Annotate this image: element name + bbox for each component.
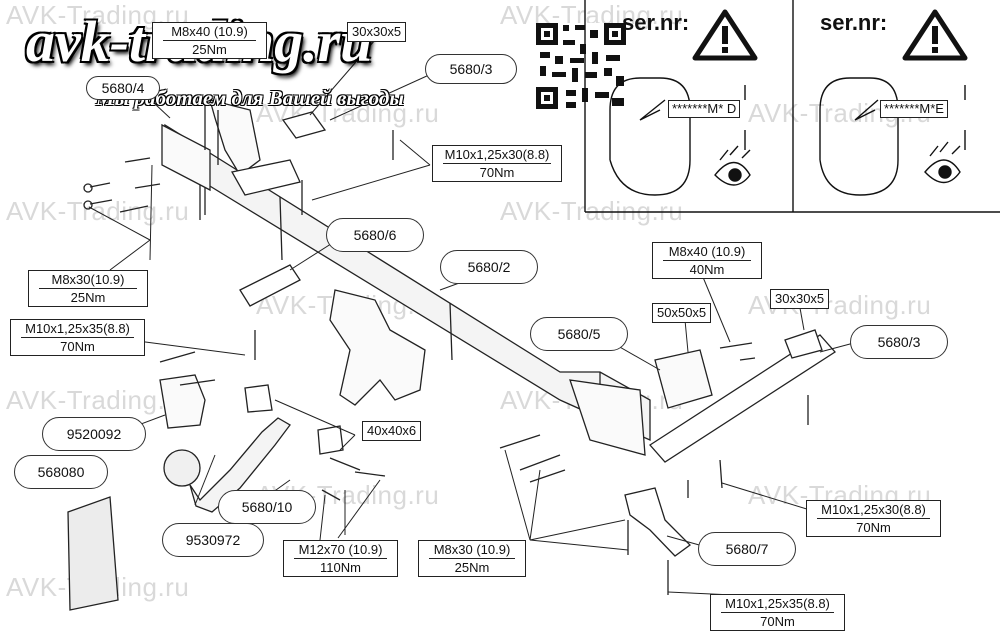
bolt-spec: M10x1,25x30(8.8) — [821, 502, 926, 517]
bolt-spec-box: M10x1,25x35(8.8) 70Nm — [10, 319, 145, 356]
plate-label: 30x30x5 — [770, 289, 830, 309]
bolt-spec: M8x40 (10.9) — [668, 244, 746, 259]
bolt-spec-box: M10x1,25x30(8.8) 70Nm — [432, 145, 562, 182]
warning-icon — [692, 9, 758, 61]
bolt-spec: M8x30 (10.9) — [433, 542, 511, 557]
part-label-9530972: 9530972 — [162, 523, 264, 557]
bolt-torque: 25Nm — [39, 288, 137, 306]
bolt-spec-box: M10x1,25x35(8.8) 70Nm — [710, 594, 845, 631]
plate-label: 50x50x5 — [652, 303, 712, 323]
bolt-torque: 70Nm — [21, 337, 134, 355]
bolt-spec-box: M8x40 (10.9) 40Nm — [652, 242, 762, 279]
part-label-5680-5: 5680/5 — [530, 317, 628, 351]
qr-code — [536, 23, 626, 109]
part-label-9520092: 9520092 — [42, 417, 146, 451]
bolt-torque: 40Nm — [663, 260, 751, 278]
part-label-5680-4: 5680/4 — [86, 76, 160, 100]
bolt-spec-box: M8x40 (10.9) 25Nm — [152, 22, 267, 59]
bolt-torque: 110Nm — [294, 558, 387, 576]
serial-code: *******M*E — [880, 100, 948, 118]
bolt-spec: M8x30(10.9) — [51, 272, 125, 287]
part-label-5680-3: 5680/3 — [850, 325, 948, 359]
plate-label: 30x30x5 — [347, 22, 407, 42]
bolt-spec: M8x40 (10.9) — [171, 24, 248, 39]
part-label-568080: 568080 — [14, 455, 108, 489]
watermark: AVK-Trading.ru — [500, 196, 684, 226]
serial-title: ser.nr: — [820, 10, 888, 35]
bolt-spec: M10x1,25x35(8.8) — [25, 321, 130, 336]
bolt-spec: M12x70 (10.9) — [298, 542, 383, 557]
bolt-spec-box: M12x70 (10.9) 110Nm — [283, 540, 398, 577]
part-label-5680-10: 5680/10 — [218, 490, 316, 524]
bolt-torque: 70Nm — [817, 518, 930, 536]
bolt-spec: M10x1,25x35(8.8) — [725, 596, 830, 611]
part-label-5680-3-top: 5680/3 — [425, 54, 517, 84]
bolt-spec-box: M10x1,25x30(8.8) 70Nm — [806, 500, 941, 537]
part-label-5680-7: 5680/7 — [698, 532, 796, 566]
bolt-spec: M10x1,25x30(8.8) — [444, 147, 550, 162]
part-label-5680-6: 5680/6 — [326, 218, 424, 252]
part-label-5680-2: 5680/2 — [440, 250, 538, 284]
bolt-torque: 70Nm — [443, 163, 551, 181]
bolt-torque: 25Nm — [163, 40, 256, 58]
watermark: AVK-Trading.ru — [6, 385, 190, 415]
warning-icon — [902, 9, 968, 61]
bolt-torque: 25Nm — [429, 558, 515, 576]
bolt-spec-box: M8x30(10.9) 25Nm — [28, 270, 148, 307]
bolt-spec-box: M8x30 (10.9) 25Nm — [418, 540, 526, 577]
bolt-torque: 70Nm — [721, 612, 834, 630]
plate-label: 40x40x6 — [362, 421, 422, 441]
serial-code: *******M* D — [668, 100, 741, 118]
serial-title: ser.nr: — [622, 10, 690, 35]
